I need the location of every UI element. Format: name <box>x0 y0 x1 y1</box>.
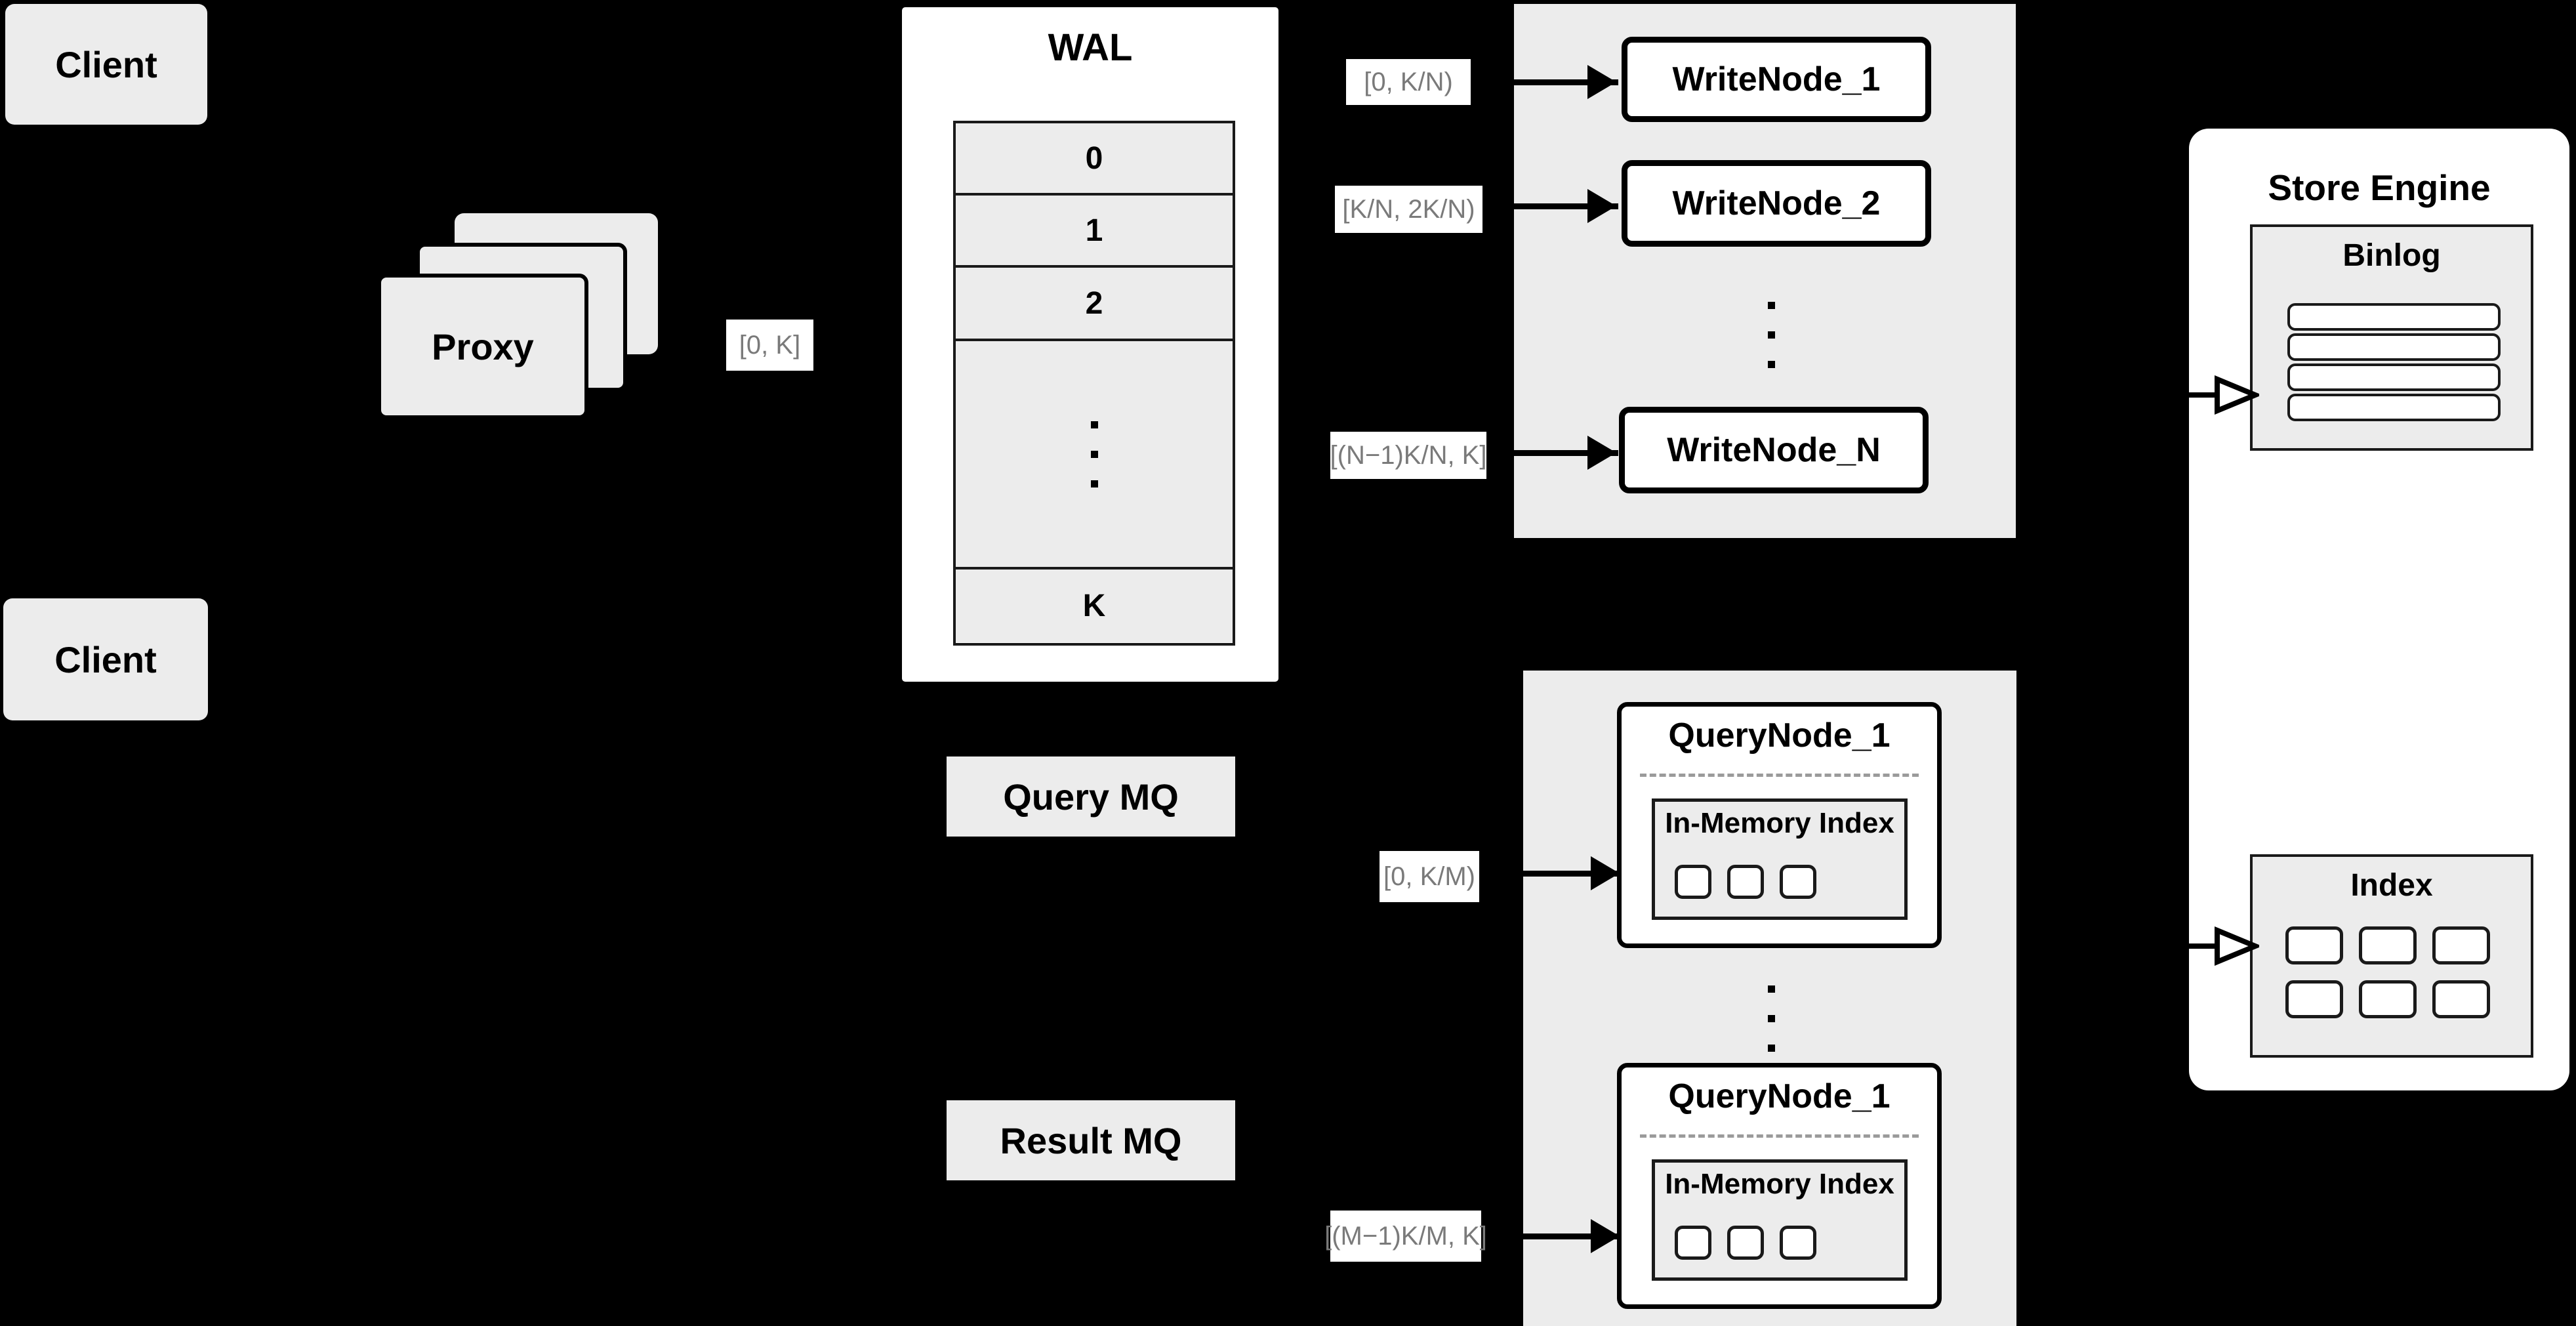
wal-entry-list: 0 1 2 K <box>953 121 1235 646</box>
range-label-query-node-m: [(M−1)K/M, K] <box>1324 1211 1487 1262</box>
index-chip <box>2285 926 2343 964</box>
range-label-write-node-2: [K/N, 2K/N) <box>1335 186 1482 233</box>
binlog-panel: Binlog <box>2250 224 2533 451</box>
range-label-write-node-2-text: [K/N, 2K/N) <box>1342 194 1475 224</box>
arrow-line-query-node-1 <box>1522 871 1620 877</box>
arrow-line-write-node-1 <box>1513 79 1618 85</box>
query-node-cluster-ellipsis <box>1758 955 1784 1083</box>
arrow-head-write-node-n <box>1587 436 1616 470</box>
binlog-bar <box>2287 394 2501 421</box>
wal-row-value: K <box>1082 589 1106 623</box>
arrow-to-binlog <box>2187 374 2259 416</box>
query-node-box-1[interactable]: QueryNode_1 In-Memory Index <box>1617 702 1942 948</box>
index-chip <box>1727 1226 1764 1260</box>
write-node-box-1[interactable]: WriteNode_1 <box>1622 37 1931 122</box>
dot <box>1090 480 1098 487</box>
index-title: Index <box>2350 868 2433 903</box>
proxy-card-front[interactable]: Proxy <box>377 274 588 419</box>
proxy-label: Proxy <box>432 325 534 367</box>
range-label-query-node-m-text: [(M−1)K/M, K] <box>1324 1221 1487 1251</box>
dot <box>1767 360 1775 368</box>
binlog-bar <box>2287 363 2501 391</box>
index-chip <box>2432 926 2490 964</box>
wal-row-value: 0 <box>1085 140 1103 176</box>
range-label-write-node-1: [0, K/N) <box>1346 59 1471 105</box>
client-box-1[interactable]: Client <box>5 4 207 125</box>
index-panel: Index <box>2250 854 2533 1058</box>
query-node-title-1: QueryNode_1 <box>1668 716 1891 755</box>
wal-title: WAL <box>1048 26 1133 69</box>
client-label-2: Client <box>54 638 157 680</box>
arrow-head-query-node-1 <box>1591 856 1620 890</box>
arrow-head-write-node-2 <box>1587 189 1616 223</box>
arrow-line-query-node-m <box>1522 1233 1620 1239</box>
binlog-title: Binlog <box>2342 238 2441 273</box>
query-mq-label: Query MQ <box>1003 776 1179 818</box>
write-node-label-1: WriteNode_1 <box>1672 60 1881 98</box>
in-memory-index-panel-1: In-Memory Index <box>1652 798 1908 920</box>
query-node-separator-m <box>1640 1134 1919 1138</box>
arrow-line-write-node-n <box>1513 450 1618 456</box>
binlog-bar <box>2287 303 2501 331</box>
index-chip <box>1675 1226 1711 1260</box>
write-node-cluster-ellipsis <box>1758 276 1784 394</box>
binlog-bar <box>2287 333 2501 361</box>
query-mq-box[interactable]: Query MQ <box>947 756 1235 837</box>
result-mq-box[interactable]: Result MQ <box>947 1100 1235 1180</box>
store-engine-panel: Store Engine Binlog Index <box>2189 129 2569 1090</box>
write-node-label-2: WriteNode_2 <box>1672 184 1881 222</box>
range-label-query-node-1-text: [0, K/M) <box>1383 861 1476 891</box>
dot <box>1767 301 1775 309</box>
dot <box>1090 421 1098 428</box>
index-chip <box>2359 926 2417 964</box>
dot <box>1767 1045 1775 1052</box>
wal-row: K <box>956 570 1233 642</box>
wal-row-value: 1 <box>1085 213 1103 248</box>
dot <box>1767 331 1775 339</box>
index-chip <box>2359 980 2417 1018</box>
result-mq-label: Result MQ <box>1000 1119 1182 1161</box>
wal-row: 0 <box>956 123 1233 196</box>
write-node-label-n: WriteNode_N <box>1667 431 1881 469</box>
client-label-1: Client <box>55 43 157 85</box>
store-engine-title: Store Engine <box>2268 167 2491 208</box>
index-chip <box>2432 980 2490 1018</box>
write-node-box-n[interactable]: WriteNode_N <box>1619 407 1929 493</box>
range-label-write-node-n: [(N−1)K/N, K] <box>1330 432 1486 479</box>
query-node-box-m[interactable]: QueryNode_1 In-Memory Index <box>1617 1063 1942 1309</box>
index-chip <box>1780 1226 1816 1260</box>
range-label-write-node-n-text: [(N−1)K/N, K] <box>1330 440 1487 470</box>
dot <box>1767 985 1775 993</box>
query-node-title-m: QueryNode_1 <box>1668 1077 1891 1115</box>
range-label-proxy-to-wal: [0, K] <box>726 320 813 371</box>
dot <box>1090 450 1098 458</box>
wal-row-value: 2 <box>1085 285 1103 321</box>
index-chip <box>2285 980 2343 1018</box>
index-chip <box>1675 865 1711 899</box>
client-box-2[interactable]: Client <box>3 598 208 720</box>
arrow-to-index <box>2187 925 2259 967</box>
wal-row: 2 <box>956 268 1233 341</box>
dot <box>1767 1015 1775 1022</box>
arrow-line-write-node-2 <box>1513 203 1618 209</box>
wal-panel: WAL 0 1 2 K <box>897 3 1283 686</box>
index-chip <box>1780 865 1816 899</box>
range-label-proxy-to-wal-text: [0, K] <box>739 330 801 360</box>
range-label-query-node-1: [0, K/M) <box>1380 851 1479 902</box>
proxy-stack[interactable]: Proxy <box>377 213 666 430</box>
wal-row: 1 <box>956 196 1233 268</box>
wal-row-ellipsis <box>956 341 1233 570</box>
write-node-box-2[interactable]: WriteNode_2 <box>1622 160 1931 247</box>
index-chip <box>1727 865 1764 899</box>
in-memory-index-title-m: In-Memory Index <box>1665 1168 1894 1200</box>
range-label-write-node-1-text: [0, K/N) <box>1364 67 1453 96</box>
in-memory-index-panel-m: In-Memory Index <box>1652 1159 1908 1281</box>
arrow-head-query-node-m <box>1591 1219 1620 1253</box>
in-memory-index-title-1: In-Memory Index <box>1665 807 1894 839</box>
arrow-head-write-node-1 <box>1587 65 1616 99</box>
query-node-separator-1 <box>1640 774 1919 777</box>
